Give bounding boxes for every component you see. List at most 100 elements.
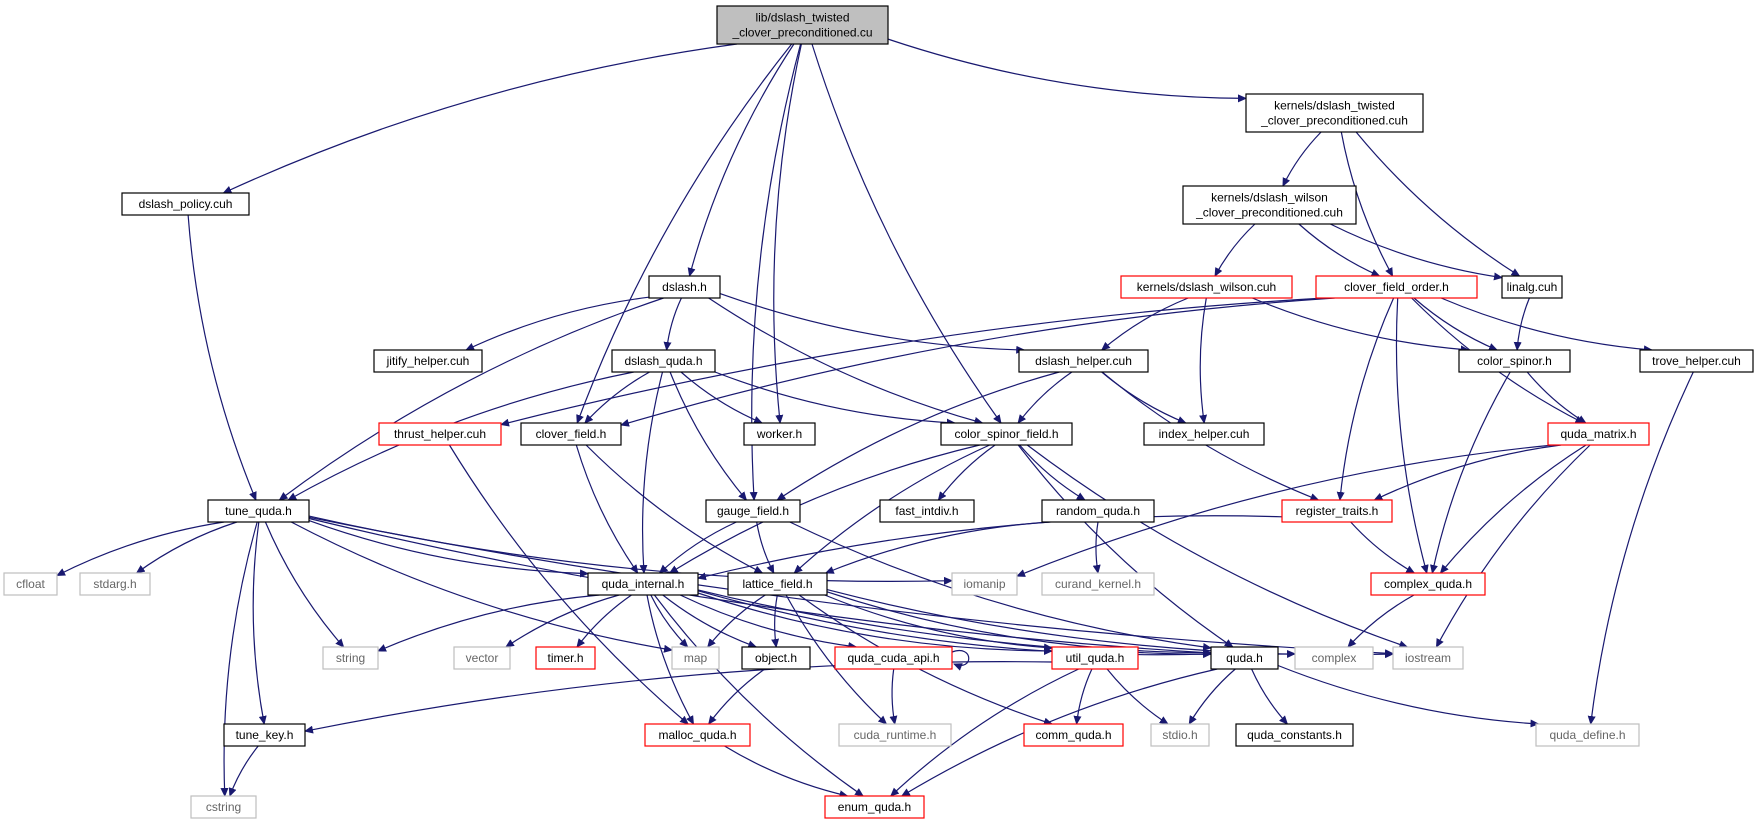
node-worker[interactable]: worker.h — [743, 422, 816, 446]
node-vector[interactable]: vector — [453, 646, 511, 670]
node-root[interactable]: lib/dslash_twisted_clover_preconditioned… — [716, 5, 889, 45]
node-curand[interactable]: curand_kernel.h — [1041, 572, 1155, 596]
node-csf[interactable]: color_spinor_field.h — [940, 422, 1073, 446]
node-iomanip[interactable]: iomanip — [951, 572, 1018, 596]
node-dhelper[interactable]: dslash_helper.cuh — [1018, 349, 1149, 373]
node-label: map — [684, 651, 708, 665]
node-label: color_spinor_field.h — [954, 427, 1058, 441]
node-label: linalg.cuh — [1507, 280, 1558, 294]
node-box — [644, 723, 751, 747]
node-kdwc[interactable]: kernels/dslash_wilson_clover_preconditio… — [1182, 185, 1357, 225]
edge-clover-to-lattice — [585, 444, 764, 574]
node-box — [705, 499, 801, 523]
edge-tune-to-iostream — [308, 516, 1394, 658]
node-object[interactable]: object.h — [741, 646, 811, 670]
node-cfloat[interactable]: cfloat — [3, 572, 58, 596]
node-label: timer.h — [547, 651, 583, 665]
node-trove[interactable]: trove_helper.cuh — [1639, 349, 1754, 373]
node-label: stdarg.h — [93, 577, 136, 591]
edge-qmat-to-cquda — [1439, 444, 1587, 574]
node-gauge[interactable]: gauge_field.h — [705, 499, 801, 523]
edge-utilq-to-enumq — [890, 668, 1079, 797]
node-enumq[interactable]: enum_quda.h — [824, 795, 925, 819]
node-regtr[interactable]: register_traits.h — [1281, 499, 1393, 523]
edge-csf-to-iostream — [1026, 444, 1409, 649]
node-random[interactable]: random_quda.h — [1041, 499, 1155, 523]
edge-colsp-to-qmat — [1526, 371, 1587, 424]
node-kdtc[interactable]: kernels/dslash_twisted_clover_preconditi… — [1245, 93, 1424, 133]
node-box — [1639, 349, 1754, 373]
node-label: util_quda.h — [1066, 651, 1125, 665]
node-fastdiv[interactable]: fast_intdiv.h — [879, 499, 975, 523]
node-box — [879, 499, 975, 523]
node-malloc[interactable]: malloc_quda.h — [644, 723, 751, 747]
node-commq[interactable]: comm_quda.h — [1023, 723, 1124, 747]
node-label: dslash.h — [662, 280, 707, 294]
node-complex[interactable]: complex — [1294, 646, 1374, 670]
node-label: stdio.h — [1162, 728, 1197, 742]
node-string[interactable]: string — [322, 646, 379, 670]
edge-malloc-to-enumq — [724, 745, 849, 799]
node-box — [1041, 572, 1155, 596]
node-qint[interactable]: quda_internal.h — [587, 572, 699, 596]
node-dquda[interactable]: dslash_quda.h — [611, 349, 716, 373]
edge-dslash-to-csf — [708, 297, 984, 425]
edge-tune-to-map — [290, 521, 673, 653]
node-box — [1547, 422, 1650, 446]
node-linalg[interactable]: linalg.cuh — [1501, 275, 1563, 299]
node-timer[interactable]: timer.h — [535, 646, 596, 670]
node-dslash[interactable]: dslash.h — [648, 275, 721, 299]
edge-cfo-to-cquda — [1395, 297, 1429, 574]
edge-qmat-to-regtr — [1373, 444, 1562, 501]
edges-layer — [56, 38, 1694, 799]
node-stdarg[interactable]: stdarg.h — [79, 572, 151, 596]
edge-tkey-to-cstring — [228, 745, 259, 797]
node-box — [3, 572, 58, 596]
edge-cfo-to-thrust — [500, 297, 1325, 427]
node-label: string — [336, 651, 365, 665]
node-label: color_spinor.h — [1477, 354, 1552, 368]
edge-regtr-to-qint — [697, 515, 1283, 581]
node-iostream[interactable]: iostream — [1392, 646, 1464, 670]
node-cstring[interactable]: cstring — [190, 795, 257, 819]
edge-dslash-to-tune — [278, 297, 664, 501]
node-kdw[interactable]: kernels/dslash_wilson.cuh — [1120, 275, 1293, 299]
node-cquda[interactable]: complex_quda.h — [1370, 572, 1486, 596]
node-label: tune_key.h — [236, 728, 294, 742]
node-cfo[interactable]: clover_field_order.h — [1315, 275, 1478, 299]
edge-random-to-curand — [1092, 521, 1101, 574]
node-clover[interactable]: clover_field.h — [520, 422, 622, 446]
node-tkey[interactable]: tune_key.h — [223, 723, 306, 747]
node-idxh[interactable]: index_helper.cuh — [1143, 422, 1265, 446]
node-label: _clover_preconditioned.cuh — [1260, 114, 1408, 128]
node-lattice[interactable]: lattice_field.h — [727, 572, 828, 596]
node-box — [1182, 185, 1357, 225]
node-label: quda_internal.h — [602, 577, 685, 591]
node-utilq[interactable]: util_quda.h — [1051, 646, 1139, 670]
node-label: quda_constants.h — [1247, 728, 1342, 742]
edge-utilq-to-tkey — [304, 661, 1053, 734]
node-qdefine[interactable]: quda_define.h — [1535, 723, 1640, 747]
node-jitify[interactable]: jitify_helper.cuh — [373, 349, 483, 373]
edge-lattice-to-quda — [826, 591, 1212, 657]
edge-dhelper-to-csf — [1017, 371, 1073, 424]
node-box — [741, 646, 811, 670]
node-stdio[interactable]: stdio.h — [1150, 723, 1210, 747]
node-quda[interactable]: quda.h — [1210, 646, 1279, 670]
node-dpol[interactable]: dslash_policy.cuh — [121, 192, 250, 216]
node-label: kernels/dslash_twisted — [1274, 99, 1395, 113]
node-tune[interactable]: tune_quda.h — [207, 499, 310, 523]
node-label: vector — [466, 651, 499, 665]
edge-dquda-to-clover — [584, 371, 650, 424]
node-qconst[interactable]: quda_constants.h — [1235, 723, 1354, 747]
edge-gauge-to-qint — [658, 521, 737, 574]
node-thrust[interactable]: thrust_helper.cuh — [378, 422, 502, 446]
node-qmat[interactable]: quda_matrix.h — [1547, 422, 1650, 446]
node-cudart[interactable]: cuda_runtime.h — [838, 723, 952, 747]
node-qcapi[interactable]: quda_cuda_api.h — [834, 646, 953, 670]
node-map[interactable]: map — [671, 646, 720, 670]
edge-qint-to-map — [650, 594, 689, 648]
node-label: jitify_helper.cuh — [386, 354, 470, 368]
node-colsp[interactable]: color_spinor.h — [1458, 349, 1571, 373]
node-box — [373, 349, 483, 373]
